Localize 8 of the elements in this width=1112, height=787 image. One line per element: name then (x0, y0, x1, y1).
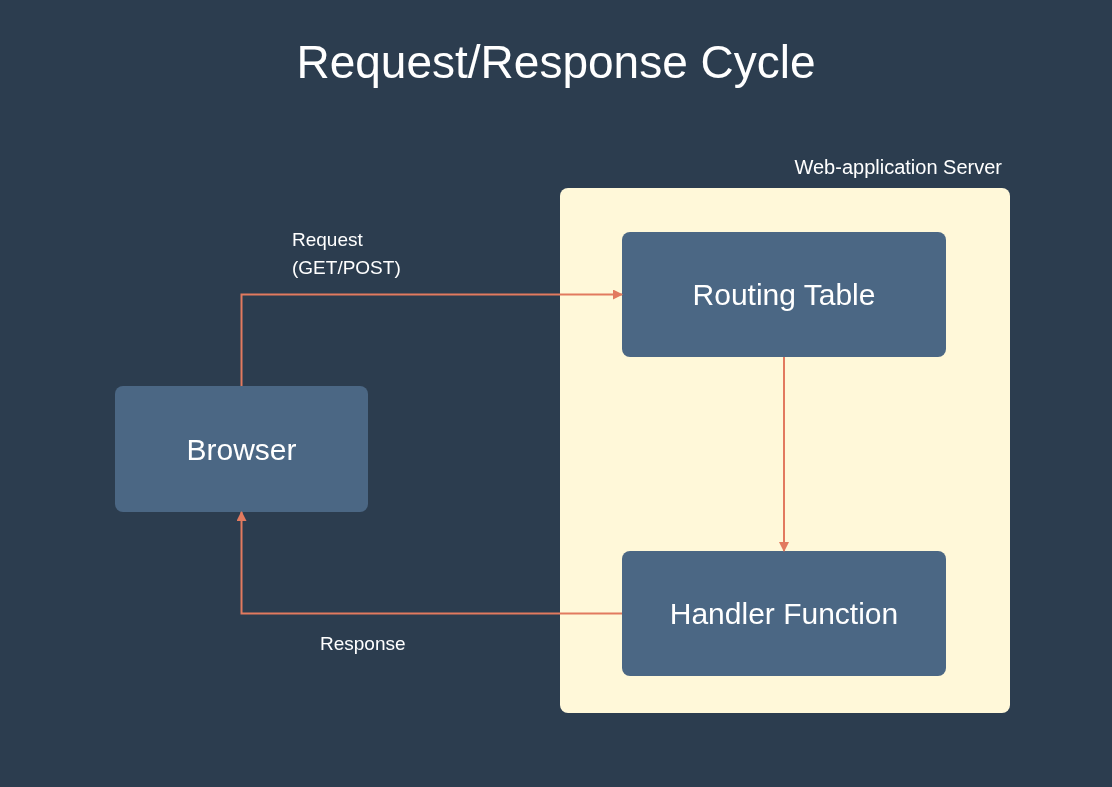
process-box: Browser (115, 386, 368, 512)
arrow (240, 289, 623, 387)
arrow (779, 356, 789, 552)
container-heading: Web-application Server (794, 155, 1002, 180)
title: Request/Response Cycle (296, 35, 816, 90)
process-box: Routing Table (622, 232, 946, 357)
process-box: Handler Function (622, 551, 946, 676)
arrow (236, 511, 623, 615)
